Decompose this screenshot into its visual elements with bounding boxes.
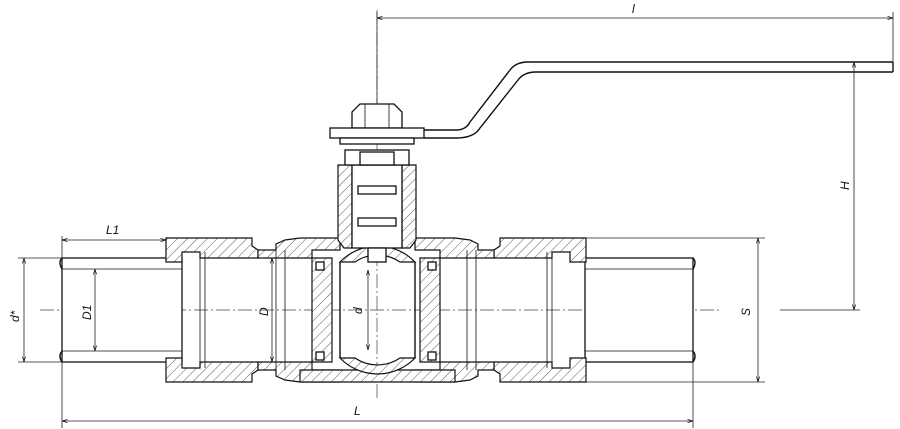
label-S: S	[739, 308, 753, 316]
label-l: l	[632, 2, 635, 16]
label-H: H	[838, 181, 852, 190]
stem-nut	[329, 103, 425, 145]
right-union-nut	[493, 237, 587, 383]
right-pipe	[584, 257, 696, 363]
label-d: d	[351, 307, 365, 314]
stem-housing	[337, 149, 417, 263]
dimension-d-star	[18, 257, 62, 363]
label-L: L	[354, 404, 361, 418]
left-pipe	[59, 257, 183, 363]
handle-lever	[424, 61, 894, 139]
dimension-S	[586, 237, 765, 383]
label-D1: D1	[80, 305, 94, 320]
dimension-H	[780, 62, 860, 311]
label-d-star: d*	[8, 310, 22, 322]
dimension-L1	[61, 236, 166, 258]
valve-body	[257, 237, 495, 383]
label-D: D	[257, 307, 271, 316]
dimension-L	[61, 362, 694, 428]
dimension-l	[376, 12, 894, 104]
label-L1: L1	[106, 223, 119, 237]
